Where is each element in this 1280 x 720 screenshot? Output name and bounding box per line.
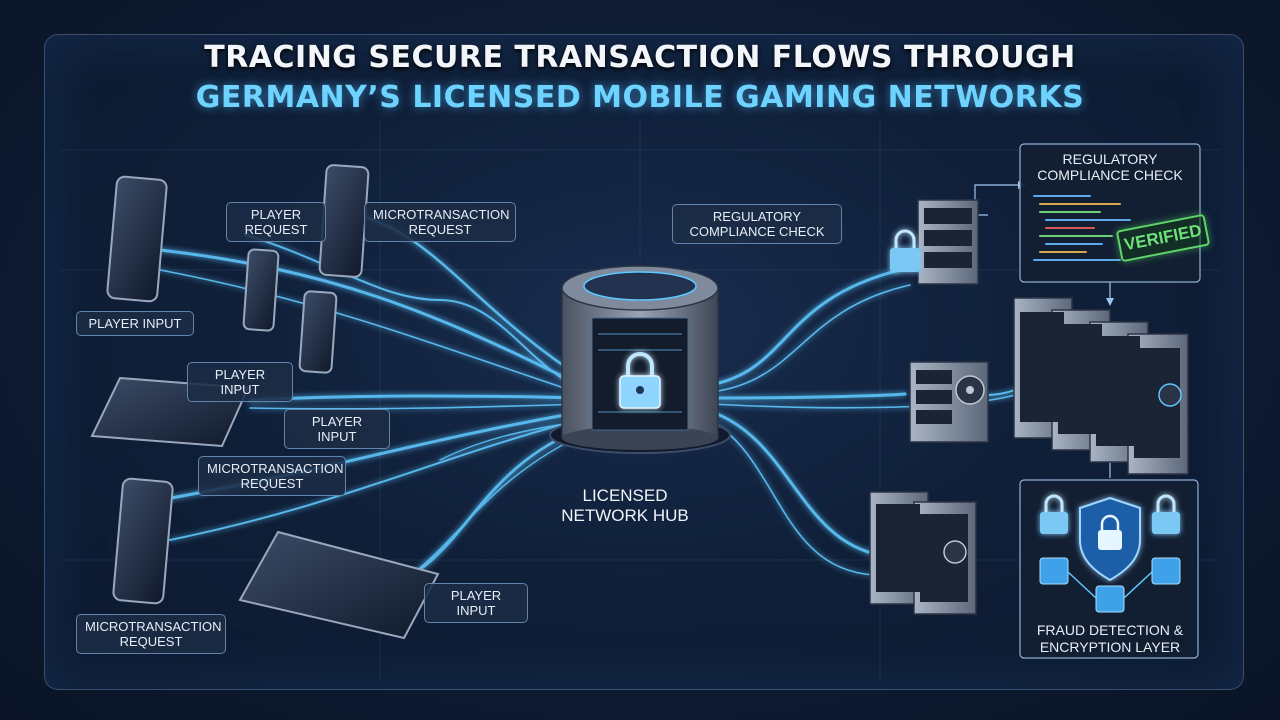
player-input-label: Player Input xyxy=(284,409,390,449)
network-hub xyxy=(549,265,731,454)
encryption-node-icon xyxy=(1039,557,1181,613)
microtransaction-request-label: Microtransaction Request xyxy=(364,202,516,242)
title-line-1: TRACING SECURE TRANSACTION FLOWS THROUGH xyxy=(204,40,1076,75)
player-input-label: Player Input xyxy=(76,311,194,336)
tablet-icon xyxy=(238,530,440,640)
padlock-icon xyxy=(619,352,661,409)
smartphone-icon xyxy=(106,175,168,303)
shield-lock-icon xyxy=(1079,496,1141,582)
cooling-fan-icon xyxy=(943,540,967,564)
padlock-icon xyxy=(1152,494,1180,534)
smartphone-icon xyxy=(242,248,280,332)
server-rack-icon xyxy=(917,199,979,285)
fraud-panel-title: Fraud Detection & Encryption Layer xyxy=(1036,622,1184,655)
microtransaction-request-label: Microtransaction Request xyxy=(76,614,226,654)
outbound-flow-lines xyxy=(708,268,1021,576)
cooling-fan-icon xyxy=(955,375,985,405)
smartphone-icon xyxy=(112,477,174,605)
player-input-label: Player Input xyxy=(187,362,293,402)
player-input-label: Player Input xyxy=(424,583,528,623)
cooling-fan-icon xyxy=(1158,383,1182,407)
code-window-icon xyxy=(1033,195,1131,261)
server-rack-icon xyxy=(1013,297,1189,475)
regulatory-check-label: Regulatory Compliance Check xyxy=(672,204,842,244)
title-line-2: GERMANY’S LICENSED MOBILE GAMING NETWORK… xyxy=(195,80,1085,115)
smartphone-icon xyxy=(318,164,370,278)
encryption-links xyxy=(1067,571,1153,599)
microtransaction-request-label: Microtransaction Request xyxy=(198,456,346,496)
smartphone-icon xyxy=(298,290,338,374)
padlock-icon xyxy=(1040,494,1068,534)
player-request-label: Player Request xyxy=(226,202,326,242)
hub-caption: Licensed Network Hub xyxy=(561,486,689,525)
padlock-icon xyxy=(890,229,920,272)
compliance-panel-title: Regulatory Compliance Check xyxy=(1037,151,1183,183)
server-rack-icon xyxy=(869,491,977,615)
